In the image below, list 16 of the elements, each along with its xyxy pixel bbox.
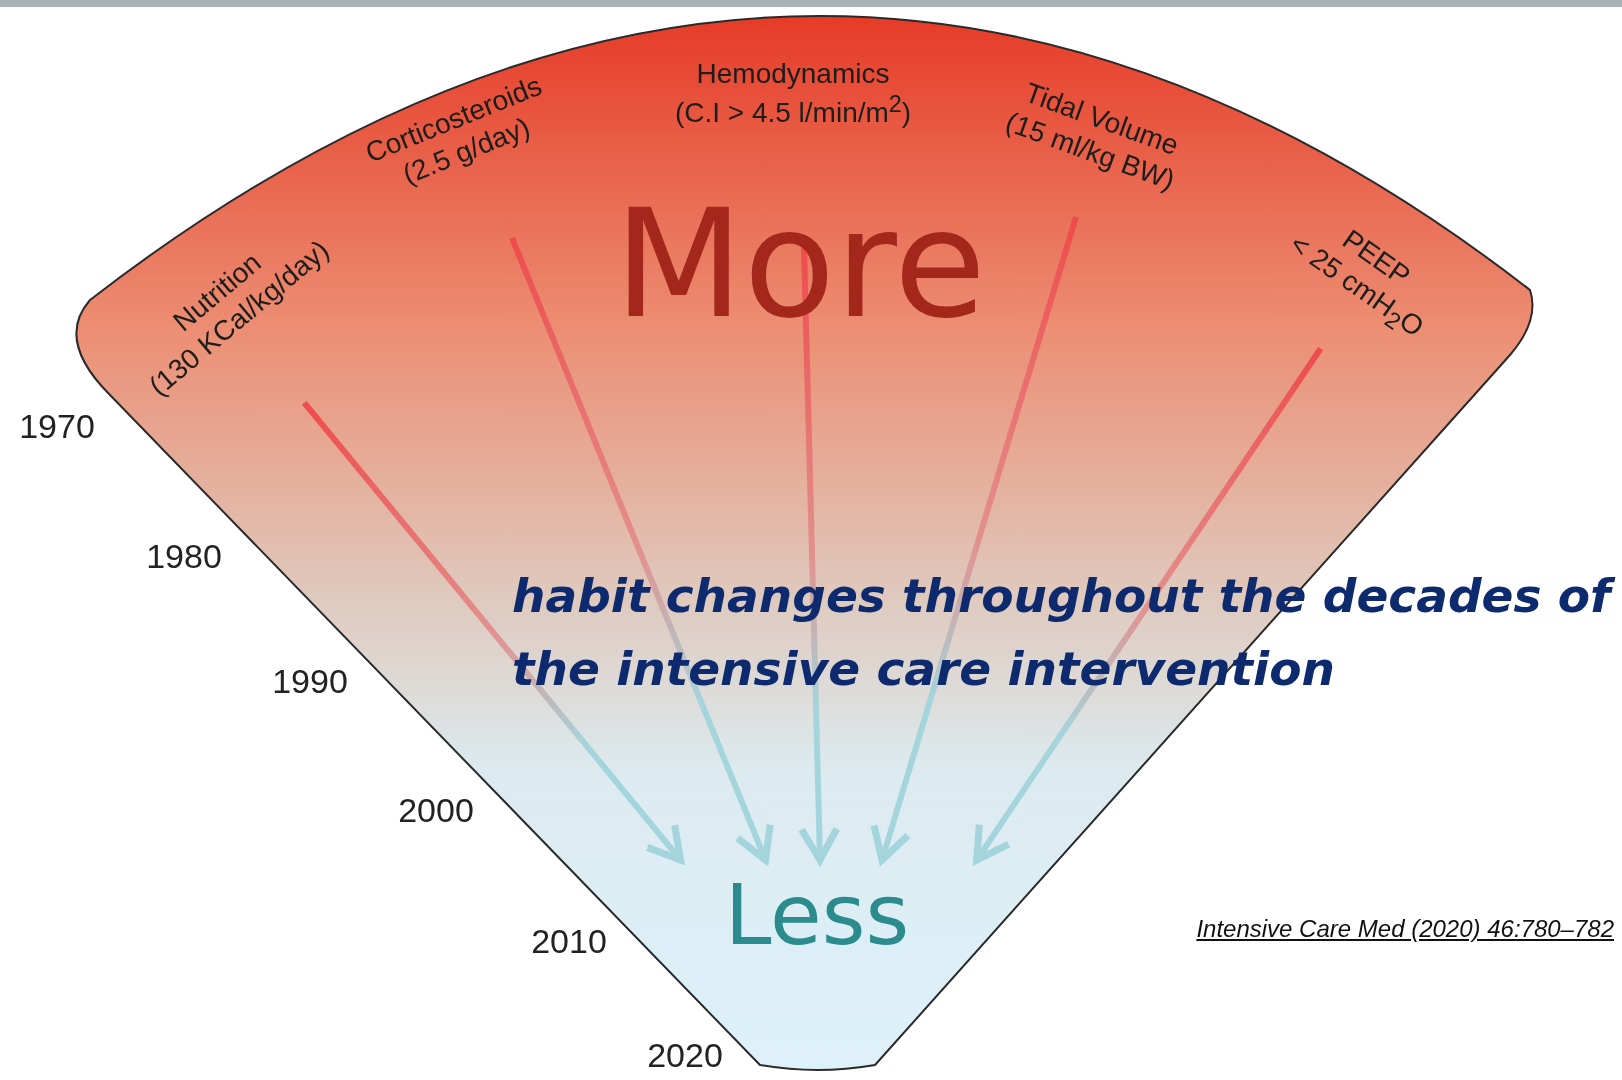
arrow: [798, 247, 841, 864]
year-label: 1980: [146, 536, 222, 576]
heading: More: [614, 189, 986, 339]
arrow: [973, 346, 1324, 864]
parameter-name: Hemodynamics: [695, 56, 891, 91]
year-label: 1990: [272, 661, 348, 701]
parameter-value: (C.I > 4.5 l/min/m$^{2}$): [674, 90, 912, 130]
year-label: 1970: [19, 406, 95, 446]
arrow: [870, 216, 1079, 864]
year-label: 2010: [531, 921, 607, 961]
year-label: 2000: [398, 790, 474, 830]
arrow: [302, 400, 685, 864]
outcome-text: Less: [724, 873, 910, 957]
citation: Intensive Care Med (2020) 46:780–782: [1196, 915, 1614, 943]
year-label: 2020: [647, 1035, 723, 1075]
arrow: [509, 236, 774, 864]
